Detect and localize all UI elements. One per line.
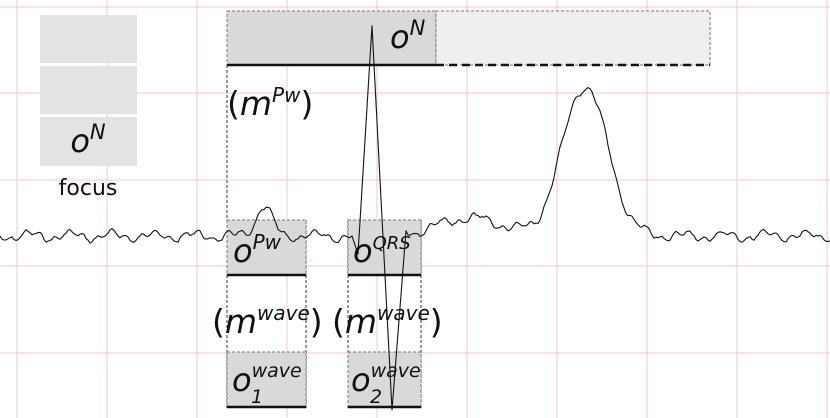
observation-wave-2: owave 2 bbox=[347, 351, 422, 409]
observation-wave-1-subscript: 1 bbox=[251, 386, 263, 408]
model-wave-1-label: (mwave) bbox=[212, 301, 323, 341]
observation-wave-1-label: owave bbox=[232, 360, 302, 399]
observation-wave-2-box bbox=[347, 351, 422, 408]
observation-n: oN bbox=[226, 10, 711, 67]
model-wave-2-label: (mwave) bbox=[332, 301, 443, 341]
observation-n-box-extension bbox=[435, 10, 711, 66]
observation-pw-box bbox=[226, 219, 307, 276]
observation-pw-label: oPw bbox=[233, 230, 282, 270]
focus-label: focus bbox=[59, 176, 118, 201]
observation-wave-1: owave 1 bbox=[226, 351, 307, 409]
observation-qrs-label: oQRS bbox=[353, 232, 411, 270]
focus-slot-2 bbox=[40, 66, 137, 114]
observation-pw: oPw bbox=[226, 219, 307, 277]
observation-wave-2-label: owave bbox=[351, 360, 421, 399]
observation-wave-1-box bbox=[226, 351, 307, 408]
ecg-signal-trace bbox=[0, 25, 830, 411]
focus-panel: oN focus bbox=[40, 15, 137, 201]
focus-slot-active bbox=[40, 117, 137, 166]
focus-slot-1 bbox=[40, 15, 137, 63]
observation-n-label: oN bbox=[390, 16, 426, 56]
observation-wave-2-subscript: 2 bbox=[370, 386, 382, 408]
focus-active-observation: oN bbox=[70, 120, 106, 160]
model-pw-label: (mPw) bbox=[227, 83, 313, 123]
